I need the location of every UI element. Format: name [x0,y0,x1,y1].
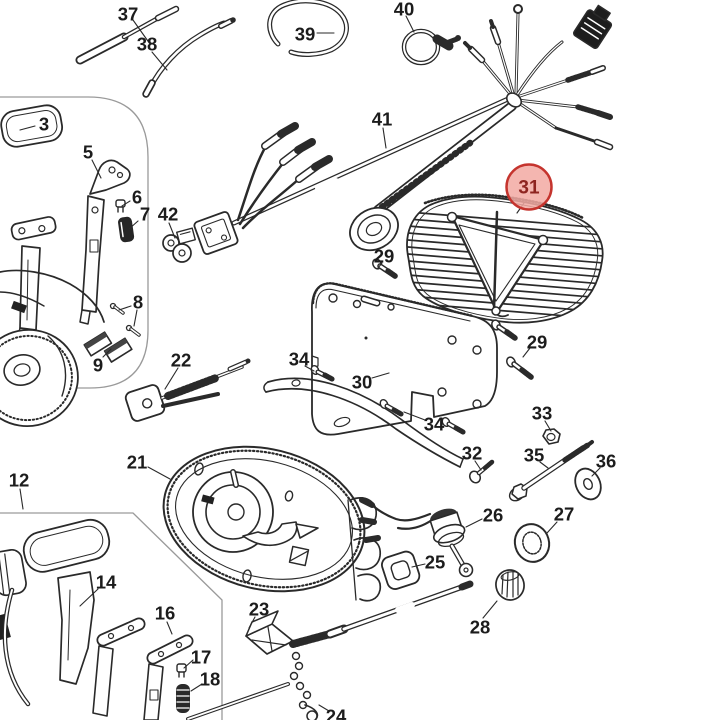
part-3-lever-art [0,104,64,148]
part-37-cable-art [75,5,180,65]
part-22-linkage-art [124,358,251,422]
part-label-35: 35 [524,445,545,466]
part-label-7: 7 [140,204,150,225]
part-label-16: 16 [155,603,176,624]
part-40-clamp-art [401,28,461,66]
part-label-14: 14 [96,572,117,593]
part-35-bolt-art [508,440,594,502]
part-label-12: 12 [9,470,30,491]
part-label-8: 8 [133,292,143,313]
part-label-41: 41 [372,109,393,130]
part-27-washer-art [513,523,551,563]
upper-inset-box [0,96,149,389]
part-6-clip-art [115,199,126,213]
part-31-cover-art [406,193,604,324]
part-label-33: 33 [532,403,553,424]
part-24-chain-art [289,651,319,720]
left-lever-art [10,216,57,347]
part-28-nut-art [495,569,525,601]
part-36-washer-art [574,467,602,501]
part-17-clip-art [176,663,187,678]
part-label-31: 31 [518,178,540,199]
part-label-29a: 29 [374,246,395,267]
part-30-panel-art [311,282,498,436]
part-25-gasket-art [381,550,421,590]
part-26-keyswitch-art [359,497,474,578]
part-label-34a: 34 [289,349,310,370]
part-42-connector-art [162,227,196,263]
part-14-handle-art [0,518,111,707]
part-33-nut-art [542,428,561,445]
part-18-spring-art [176,682,290,720]
part-label-23: 23 [249,599,270,620]
part-38-cable-art [142,17,236,98]
part-39-ring-art [267,0,349,57]
part-label-40: 40 [394,0,415,20]
part-29-screws-art [372,258,534,380]
part-label-3: 3 [39,114,49,135]
highlight-circle-31: 31 [505,163,553,211]
part-34-screws-art [310,364,466,435]
part-41-harness-art [193,4,614,255]
part-23-connector-art [245,580,474,655]
part-label-38: 38 [137,34,158,55]
part-21-housing-art [162,445,382,602]
part-label-26: 26 [483,505,504,526]
part-label-34b: 34 [424,414,445,435]
highlight-circle [505,163,553,211]
part-label-18: 18 [200,669,221,690]
control-housing-wheel-art [0,269,105,427]
lower-inset-box [0,512,223,720]
part-label-39: 39 [295,24,316,45]
part-label-25: 25 [425,552,446,573]
part-label-21: 21 [127,452,148,473]
part-9-brackets-art [83,331,133,363]
part-label-32: 32 [462,443,483,464]
leader-lines [19,15,601,712]
part-label-30: 30 [352,372,373,393]
part-label-29b: 29 [527,332,548,353]
part-label-6: 6 [132,187,142,208]
part-label-22: 22 [171,350,192,371]
part-label-36: 36 [596,451,617,472]
part-label-27: 27 [554,504,575,525]
part-5-lever-art [79,159,131,325]
part-16-brackets-art [92,617,194,720]
part-32-screw-art [468,459,495,484]
part-label-5: 5 [83,142,93,163]
part-label-28: 28 [470,617,491,638]
part-label-9: 9 [93,355,103,376]
part-7-bumper-art [118,216,135,243]
part-label-42: 42 [158,204,179,225]
trim-strip-art [263,377,464,468]
part-label-17: 17 [191,647,212,668]
part-label-24: 24 [326,706,347,720]
part-label-37: 37 [118,4,139,25]
